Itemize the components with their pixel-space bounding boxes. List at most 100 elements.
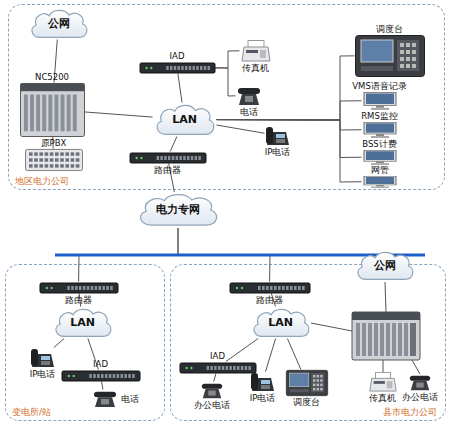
router-icon xyxy=(130,152,206,164)
device-label: 传真机 xyxy=(369,393,396,403)
nc-icon xyxy=(20,83,85,137)
device-node: 原PBX xyxy=(25,149,83,171)
console-icon xyxy=(286,370,328,396)
network-cloud: LAN xyxy=(52,307,114,339)
device-node: VMS语音记录 xyxy=(362,92,398,110)
device-node: RMS监控 xyxy=(362,122,398,138)
region-label: 地区电力公司 xyxy=(15,176,69,186)
cloud-label: 电力专网 xyxy=(135,192,221,228)
phone-icon xyxy=(200,382,224,399)
region-box: 地区电力公司公网IAD传真机调度台NC5200LAN电话VMS语音记录RMS监控… xyxy=(8,4,445,190)
router-icon xyxy=(230,282,310,294)
region-label: 县市电力公司 xyxy=(383,407,437,417)
device-node: IP电话 xyxy=(265,126,291,146)
monitor-icon xyxy=(362,122,398,138)
connector-line xyxy=(85,112,153,117)
fax-icon xyxy=(240,40,272,62)
device-node: 办公电话 xyxy=(408,374,432,391)
device-label: 调度台 xyxy=(293,397,320,407)
device-node: IAD xyxy=(180,362,256,374)
device-label: IP电话 xyxy=(265,147,291,157)
connector-line xyxy=(178,228,270,282)
device-label: IP电话 xyxy=(30,369,56,379)
device-node: 路由器 xyxy=(40,282,118,294)
device-node: 电话 xyxy=(236,86,262,106)
device-label: IAD xyxy=(93,359,108,369)
router-icon xyxy=(62,370,140,382)
connector-line xyxy=(214,374,216,382)
device-node: 调度台 xyxy=(355,35,425,77)
device-label: VMS语音记录 xyxy=(352,81,407,91)
connector-line xyxy=(54,339,64,348)
device-label: 路由器 xyxy=(256,295,283,305)
ipphone-icon xyxy=(250,372,276,392)
device-label: 办公电话 xyxy=(194,400,230,410)
fax-icon xyxy=(368,372,398,392)
connector-line xyxy=(217,120,362,182)
device-label: 传真机 xyxy=(242,63,269,73)
connector-line xyxy=(266,339,276,372)
cloud-label: LAN xyxy=(153,103,217,137)
cloud-label: 公网 xyxy=(354,250,416,282)
router-icon xyxy=(180,362,256,374)
network-cloud: LAN xyxy=(250,307,312,339)
device-node: 传真机 xyxy=(240,40,272,62)
device-label: NC5200 xyxy=(35,72,69,82)
router-icon xyxy=(40,282,118,294)
device-node: IP电话 xyxy=(30,348,56,368)
device-label: 网管 xyxy=(371,165,389,175)
device-node: 电话 xyxy=(92,390,118,408)
connector-line xyxy=(178,74,182,103)
ipphone-icon xyxy=(265,126,291,146)
phone-icon xyxy=(92,390,118,408)
region-label: 变电所/站 xyxy=(12,407,51,417)
connector-line xyxy=(102,382,103,390)
connector-line xyxy=(217,56,355,120)
device-node: NC5200 xyxy=(20,83,85,137)
monitor-icon xyxy=(362,92,398,110)
device-label: IAD xyxy=(170,51,185,61)
connector-line xyxy=(170,137,177,152)
network-cloud: LAN xyxy=(153,103,217,137)
connector-line xyxy=(215,68,236,96)
network-cloud: 公网 xyxy=(354,250,416,282)
cloud-label: 公网 xyxy=(28,8,90,40)
wire xyxy=(412,360,420,374)
network-cloud: 电力专网 xyxy=(135,192,221,228)
device-node: 路由器 xyxy=(130,152,206,164)
device-node: 网管 xyxy=(362,176,398,188)
device-label: RMS监控 xyxy=(361,111,398,121)
ipphone-icon xyxy=(30,348,56,368)
cloud-label: LAN xyxy=(250,307,312,339)
device-node: 传真机 xyxy=(368,372,398,392)
device-node: 调度台 xyxy=(286,370,328,396)
console-icon xyxy=(355,35,425,77)
device-node: IP电话 xyxy=(250,372,276,392)
monitor-icon xyxy=(362,150,398,165)
device-label: IP电话 xyxy=(250,393,276,403)
wire xyxy=(385,282,386,312)
connector-line xyxy=(226,339,258,362)
region-box: 县市电力公司公网路由器LANIAD办公电话IP电话调度台传真机办公电话 xyxy=(170,264,446,421)
cloud-label: LAN xyxy=(52,307,114,339)
phone-icon xyxy=(236,86,262,106)
device-node: IAD xyxy=(140,62,215,74)
router-icon xyxy=(140,62,215,74)
monitor-icon xyxy=(362,176,398,188)
device-node: 办公电话 xyxy=(200,382,224,399)
device-node: IAD xyxy=(62,370,140,382)
device-label: 电话 xyxy=(240,107,258,117)
device-label: BSS计费 xyxy=(362,139,396,149)
connector-line xyxy=(79,228,178,282)
device-label: 原PBX xyxy=(41,138,67,148)
region-box: 变电所/站 路由器 LAN IP电话 IAD 电话 xyxy=(5,264,165,421)
device-label: 调度台 xyxy=(376,24,403,34)
device-node: BSS计费 xyxy=(362,150,398,165)
pbx-icon xyxy=(25,149,83,171)
device-label: 办公电话 xyxy=(402,392,438,402)
connector-line xyxy=(217,101,362,120)
wire xyxy=(383,360,384,372)
phone-icon xyxy=(408,374,432,391)
device-label: 路由器 xyxy=(65,295,92,305)
